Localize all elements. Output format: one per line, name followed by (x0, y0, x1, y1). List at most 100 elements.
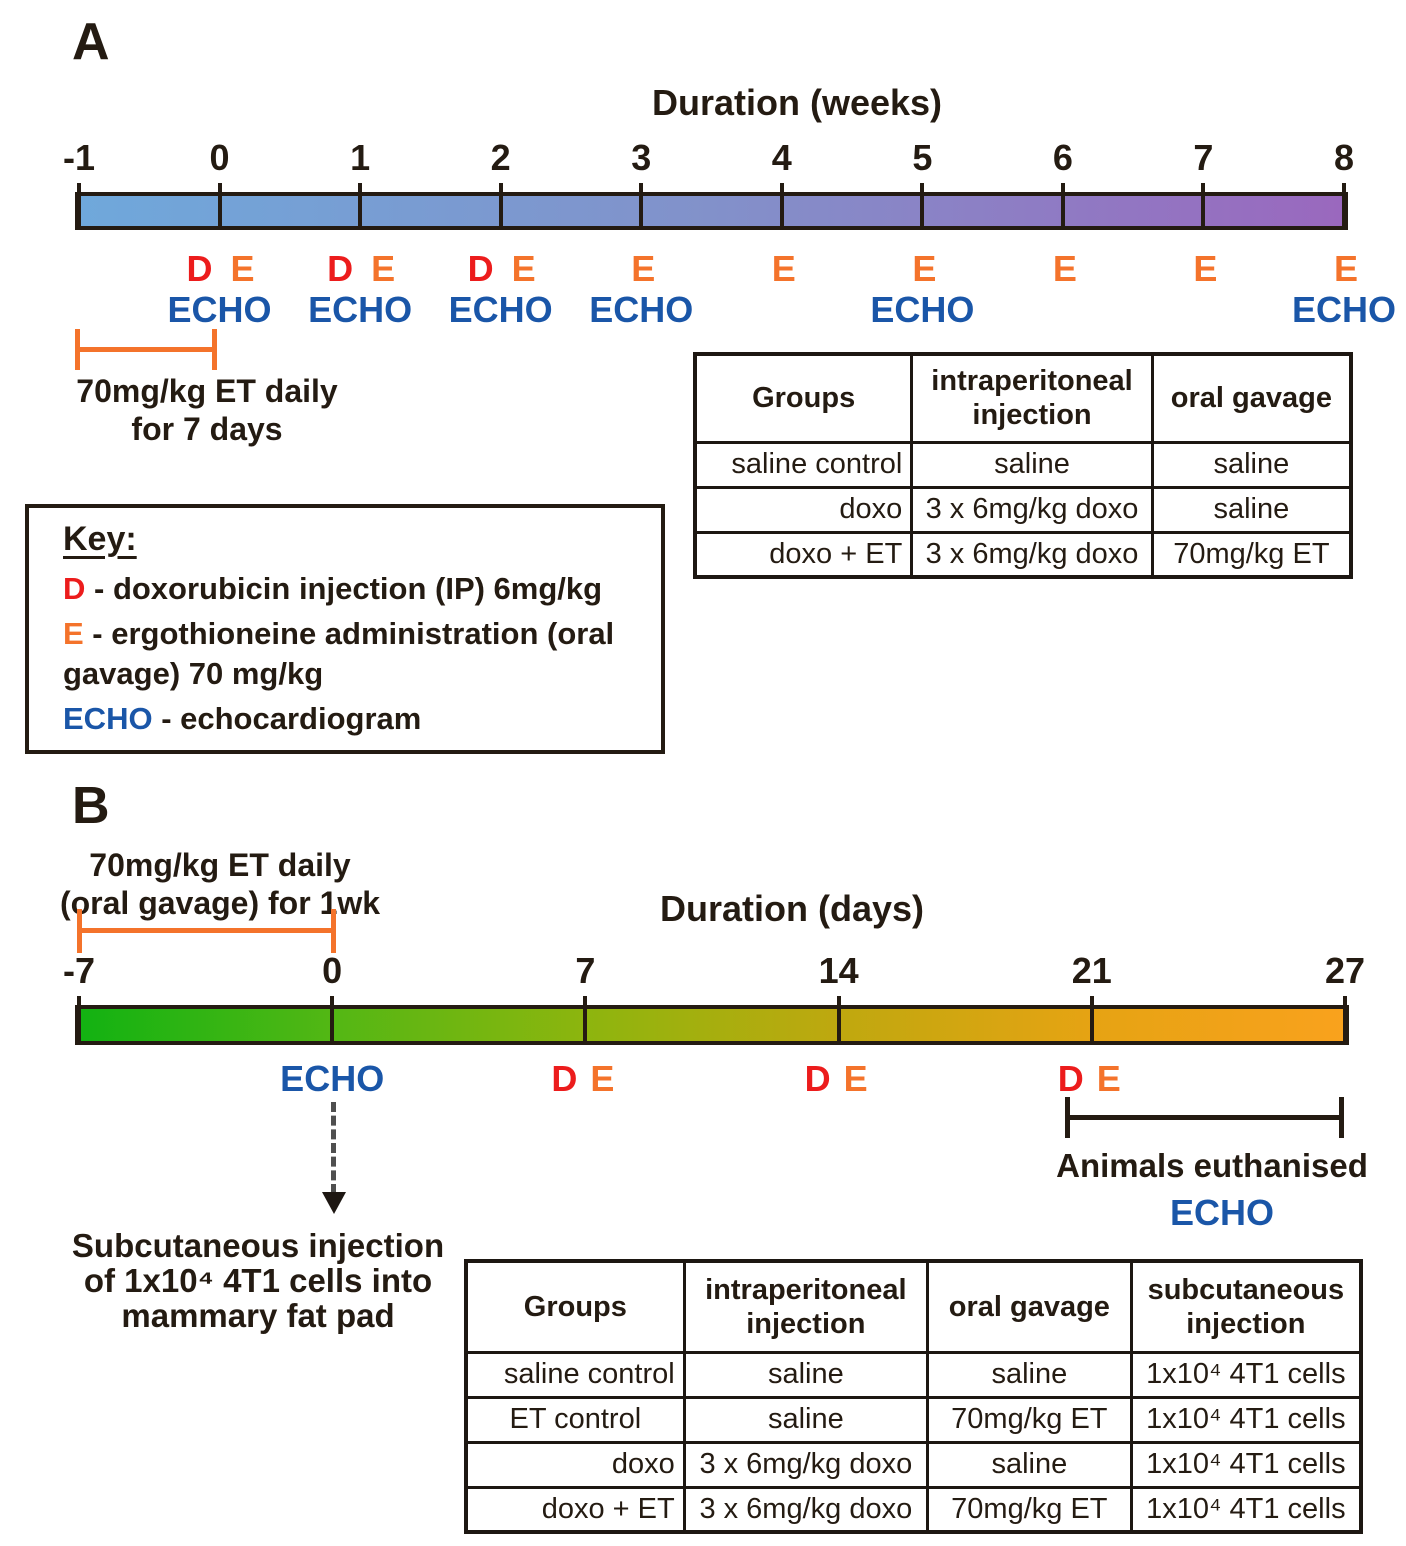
table-b-header-groups: Groups (464, 1259, 686, 1354)
panel-b-label: B (72, 777, 110, 835)
groups-table-b: Groups intraperitoneal injection oral ga… (464, 1259, 1363, 1534)
axis-a-tick-label: 0 (209, 137, 230, 178)
table-row: ET control saline 70mg/kg ET 1x10⁴ 4T1 c… (464, 1395, 1363, 1444)
key-box: Key: D - doxorubicin injection (IP) 6mg/… (25, 504, 665, 754)
timeline-a-bar: -1 0 1 2 3 4 5 6 7 8 (63, 137, 1354, 230)
doxorubicin-symbol: D (63, 571, 86, 606)
panel-b-axis-title: Duration (days) (659, 888, 925, 929)
ergothioneine-marker: E (1193, 248, 1218, 289)
ergothioneine-marker: E (511, 248, 536, 289)
table-a-header-oral-gavage: oral gavage (1150, 352, 1353, 444)
echo-marker: ECHO (308, 289, 413, 330)
ergothioneine-marker: E (912, 248, 937, 289)
injection-arrow-line (331, 1102, 336, 1194)
doxorubicin-marker: D (467, 248, 494, 289)
tick-mark (330, 996, 335, 1041)
panel-b-markers: ECHO D E D E D E (79, 1058, 1345, 1099)
echo-marker: ECHO (589, 289, 694, 330)
echo-marker: ECHO (280, 1058, 385, 1099)
ergothioneine-marker: E (230, 248, 255, 289)
tick-mark (836, 996, 841, 1041)
table-row: saline control saline saline 1x10⁴ 4T1 c… (464, 1350, 1363, 1399)
et-pretreatment-bracket-b-cap (77, 909, 82, 953)
doxorubicin-marker: D (327, 248, 354, 289)
panel-a-label: A (72, 13, 110, 71)
subcutaneous-injection-note: Subcutaneous injection of 1x10⁴ 4T1 cell… (71, 1227, 445, 1334)
doxorubicin-marker: D (551, 1058, 578, 1099)
tick-mark (77, 996, 81, 1041)
ergothioneine-marker: E (1052, 248, 1077, 289)
tick-mark (217, 183, 222, 226)
tick-mark (77, 183, 81, 226)
echo-marker: ECHO (167, 289, 272, 330)
et-pretreatment-label-b: 70mg/kg ET daily (oral gavage) for 1wk (59, 847, 381, 921)
axis-a-tick-label: 7 (1193, 137, 1214, 178)
axis-b-tick-label: 27 (1324, 950, 1366, 991)
table-a-header-ip-injection: intraperitoneal injection (910, 352, 1154, 444)
ergothioneine-marker: E (371, 248, 396, 289)
tick-mark (1089, 996, 1094, 1041)
echo-marker: ECHO (870, 289, 975, 330)
tick-mark (1060, 183, 1065, 226)
tick-mark (358, 183, 363, 226)
axis-b-tick-label: -7 (62, 950, 96, 991)
et-pretreatment-bracket-b-cap (331, 909, 336, 953)
table-row: saline control saline saline (693, 440, 1353, 489)
panel-a-de-markers: D E D E D E E E E E E E (79, 248, 1358, 289)
tick-mark (639, 183, 644, 226)
axis-a-tick-label: 4 (771, 137, 792, 178)
ergothioneine-marker: E (631, 248, 656, 289)
et-pretreatment-bracket-a-cap (75, 329, 80, 370)
tick-mark (1201, 183, 1206, 226)
ergothioneine-marker: E (771, 248, 796, 289)
table-b-header-subcutaneous: subcutaneous injection (1129, 1259, 1363, 1354)
axis-b-tick-label: 0 (322, 950, 343, 991)
echo-marker: ECHO (1291, 289, 1397, 330)
et-pretreatment-bracket-b (81, 928, 333, 933)
tick-mark (920, 183, 925, 226)
euthanised-bracket-cap (1339, 1097, 1344, 1138)
ergothioneine-marker: E (1333, 248, 1359, 289)
tick-mark (498, 183, 503, 226)
table-b-header-oral-gavage: oral gavage (925, 1259, 1133, 1354)
tick-mark (583, 996, 588, 1041)
axis-a-tick-label: 6 (1052, 137, 1073, 178)
injection-arrow-head (322, 1192, 346, 1214)
tick-mark (1342, 183, 1346, 226)
key-title: Key: (63, 520, 137, 558)
et-pretreatment-bracket-a-cap (212, 329, 217, 370)
table-row: doxo + ET 3 x 6mg/kg doxo 70mg/kg ET (693, 530, 1353, 579)
axis-a-tick-label: 1 (350, 137, 371, 178)
table-row: doxo 3 x 6mg/kg doxo saline 1x10⁴ 4T1 ce… (464, 1440, 1363, 1489)
table-b-header-ip-injection: intraperitoneal injection (682, 1259, 929, 1354)
axis-b-tick-label: 7 (575, 950, 596, 991)
axis-a-tick-label: 3 (631, 137, 652, 178)
ergothioneine-marker: E (843, 1058, 868, 1099)
euthanised-bracket-cap (1065, 1097, 1070, 1138)
panel-a-axis-title: Duration (weeks) (651, 82, 943, 123)
axis-a-tick-label: 5 (912, 137, 933, 178)
timeline-b-bar: -7 0 7 14 21 27 (63, 950, 1365, 1045)
ergothioneine-marker: E (590, 1058, 615, 1099)
table-row: doxo 3 x 6mg/kg doxo saline (693, 485, 1353, 534)
ergothioneine-symbol: E (63, 616, 84, 651)
axis-a-tick-label: -1 (62, 137, 96, 178)
echo-final-marker: ECHO (1169, 1192, 1275, 1233)
tick-mark (1343, 996, 1347, 1041)
axis-b-tick-label: 21 (1071, 950, 1112, 991)
euthanised-bracket (1067, 1115, 1344, 1120)
panel-a-echo-markers: ECHO ECHO ECHO ECHO ECHO ECHO (79, 289, 1396, 330)
axis-a-tick-label: 2 (490, 137, 511, 178)
key-item-ergothioneine: E - ergothioneine administration (oral g… (63, 616, 615, 691)
groups-table-a: Groups intraperitoneal injection oral ga… (693, 352, 1353, 579)
echo-symbol: ECHO (63, 701, 153, 736)
et-pretreatment-label-a: 70mg/kg ET daily for 7 days (76, 373, 338, 447)
doxorubicin-marker: D (1057, 1058, 1084, 1099)
echo-marker: ECHO (448, 289, 553, 330)
table-a-header-groups: Groups (693, 352, 914, 444)
tick-mark (779, 183, 784, 226)
table-row: doxo + ET 3 x 6mg/kg doxo 70mg/kg ET 1x1… (464, 1485, 1363, 1534)
et-pretreatment-bracket-a (77, 347, 215, 352)
axis-b-tick-label: 14 (818, 950, 859, 991)
